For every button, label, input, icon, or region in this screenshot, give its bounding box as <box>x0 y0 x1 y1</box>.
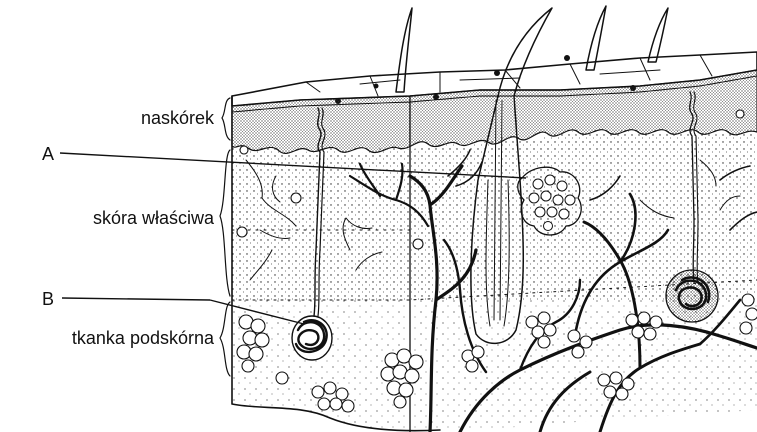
marker-b-line <box>62 298 210 300</box>
label-dermis: skóra właściwa <box>93 208 215 228</box>
label-epidermis: naskórek <box>141 108 215 128</box>
label-hypodermis: tkanka podskórna <box>72 328 215 348</box>
hair-shaft <box>648 8 668 62</box>
marker-a: A <box>42 144 54 164</box>
marker-b: B <box>42 289 54 309</box>
layer-brackets <box>220 98 230 376</box>
hair-shaft <box>396 8 412 92</box>
